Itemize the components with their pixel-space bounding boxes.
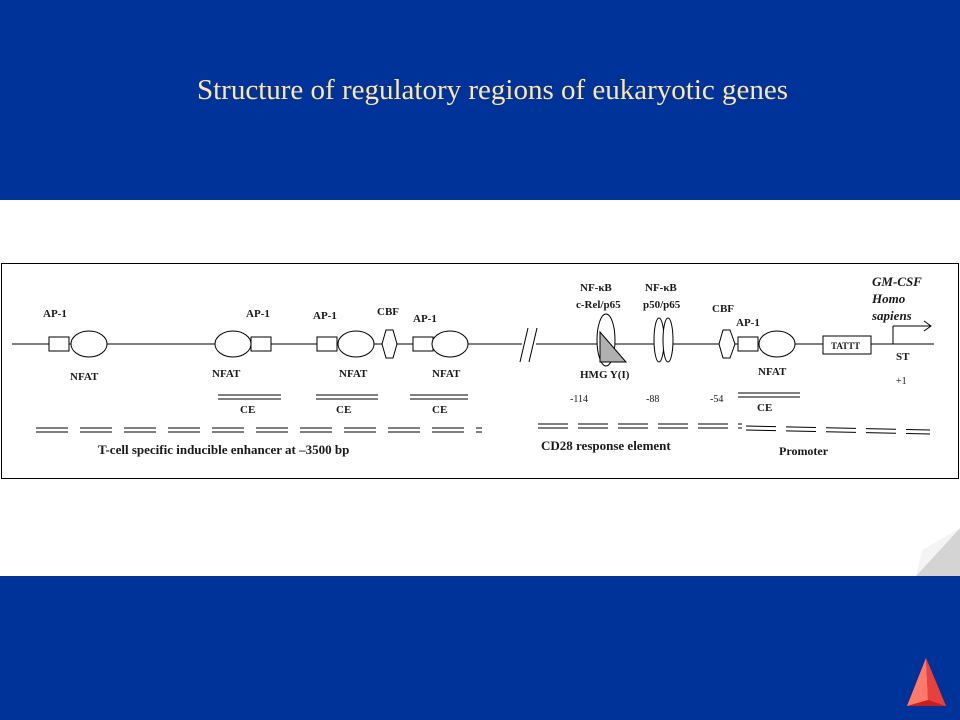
title-band — [0, 0, 960, 200]
position-label: -114 — [570, 394, 588, 405]
ap1-label: AP-1 — [413, 313, 437, 325]
ce-label: CE — [432, 404, 447, 416]
ap1-site-box — [48, 336, 70, 352]
tattt-label: TATTT — [831, 341, 860, 351]
nfat-label: NFAT — [70, 371, 99, 383]
promoter-caption: Promoter — [779, 444, 829, 458]
species-label-line2: sapiens — [871, 308, 912, 323]
species-label-line1: Homo — [871, 291, 906, 306]
ap1-label: AP-1 — [736, 317, 760, 329]
ap1-site-box — [737, 336, 759, 352]
ap1-label: AP-1 — [246, 308, 270, 320]
ce-label: CE — [240, 404, 255, 416]
cd28-caption: CD28 response element — [541, 438, 671, 453]
ap1-site-box — [316, 336, 338, 352]
nfat-label: NFAT — [758, 366, 787, 378]
diagram-frame — [1, 263, 959, 479]
ce-label: CE — [757, 402, 772, 414]
position-label: -88 — [646, 394, 659, 405]
nfkb-p50-ellipse-2 — [662, 317, 674, 363]
tss-arrowhead-icon — [923, 320, 932, 332]
break-mark-1 — [519, 327, 529, 363]
cd28-region-marker — [538, 423, 742, 429]
nfkb-crel-label-line2: c-Rel/p65 — [576, 299, 621, 311]
page-curl-icon — [916, 528, 960, 576]
nfat-site-ellipse — [214, 330, 252, 358]
tattt-box — [822, 335, 872, 355]
cbf-site-hexagon — [718, 329, 736, 359]
enhancer-caption: T-cell specific inducible enhancer at –3… — [98, 442, 349, 457]
st-label: ST — [896, 351, 910, 363]
plus1-label: +1 — [896, 376, 907, 387]
break-mark-2 — [528, 327, 538, 363]
nfat-label: NFAT — [432, 368, 461, 380]
gene-regulatory-diagram: AP-1 AP-1 AP-1 CBF AP-1 NF-κB c-Rel/p65 … — [1, 263, 959, 479]
nfkb-crel-label-line1: NF-κB — [580, 282, 612, 294]
nfat-site-ellipse — [337, 330, 375, 358]
nfat-site-ellipse — [758, 330, 796, 358]
gene-name-label: GM-CSF — [872, 274, 922, 289]
cbf-label: CBF — [377, 306, 399, 318]
footer-band — [0, 576, 960, 720]
cbf-label: CBF — [712, 303, 734, 315]
nfkb-p50-label-line1: NF-κB — [645, 282, 677, 294]
home-triangle-icon[interactable] — [904, 656, 948, 708]
nfat-label: NFAT — [339, 368, 368, 380]
promoter-region-marker — [745, 425, 931, 435]
ap1-site-box — [250, 336, 272, 352]
ap1-label: AP-1 — [43, 308, 67, 320]
ap1-site-box — [412, 336, 434, 352]
nfat-site-ellipse — [70, 330, 108, 358]
position-label: -54 — [710, 394, 723, 405]
hmg-triangle — [599, 330, 628, 363]
nfat-label: NFAT — [212, 368, 241, 380]
enhancer-region-marker — [36, 427, 482, 433]
nfat-site-ellipse — [431, 330, 469, 358]
slide-title: Structure of regulatory regions of eukar… — [197, 74, 789, 106]
cbf-site-hexagon — [381, 329, 398, 359]
ce-label: CE — [336, 404, 351, 416]
nfkb-p50-label-line2: p50/p65 — [643, 299, 681, 311]
hmg-label: HMG Y(I) — [580, 369, 630, 381]
ap1-label: AP-1 — [313, 310, 337, 322]
